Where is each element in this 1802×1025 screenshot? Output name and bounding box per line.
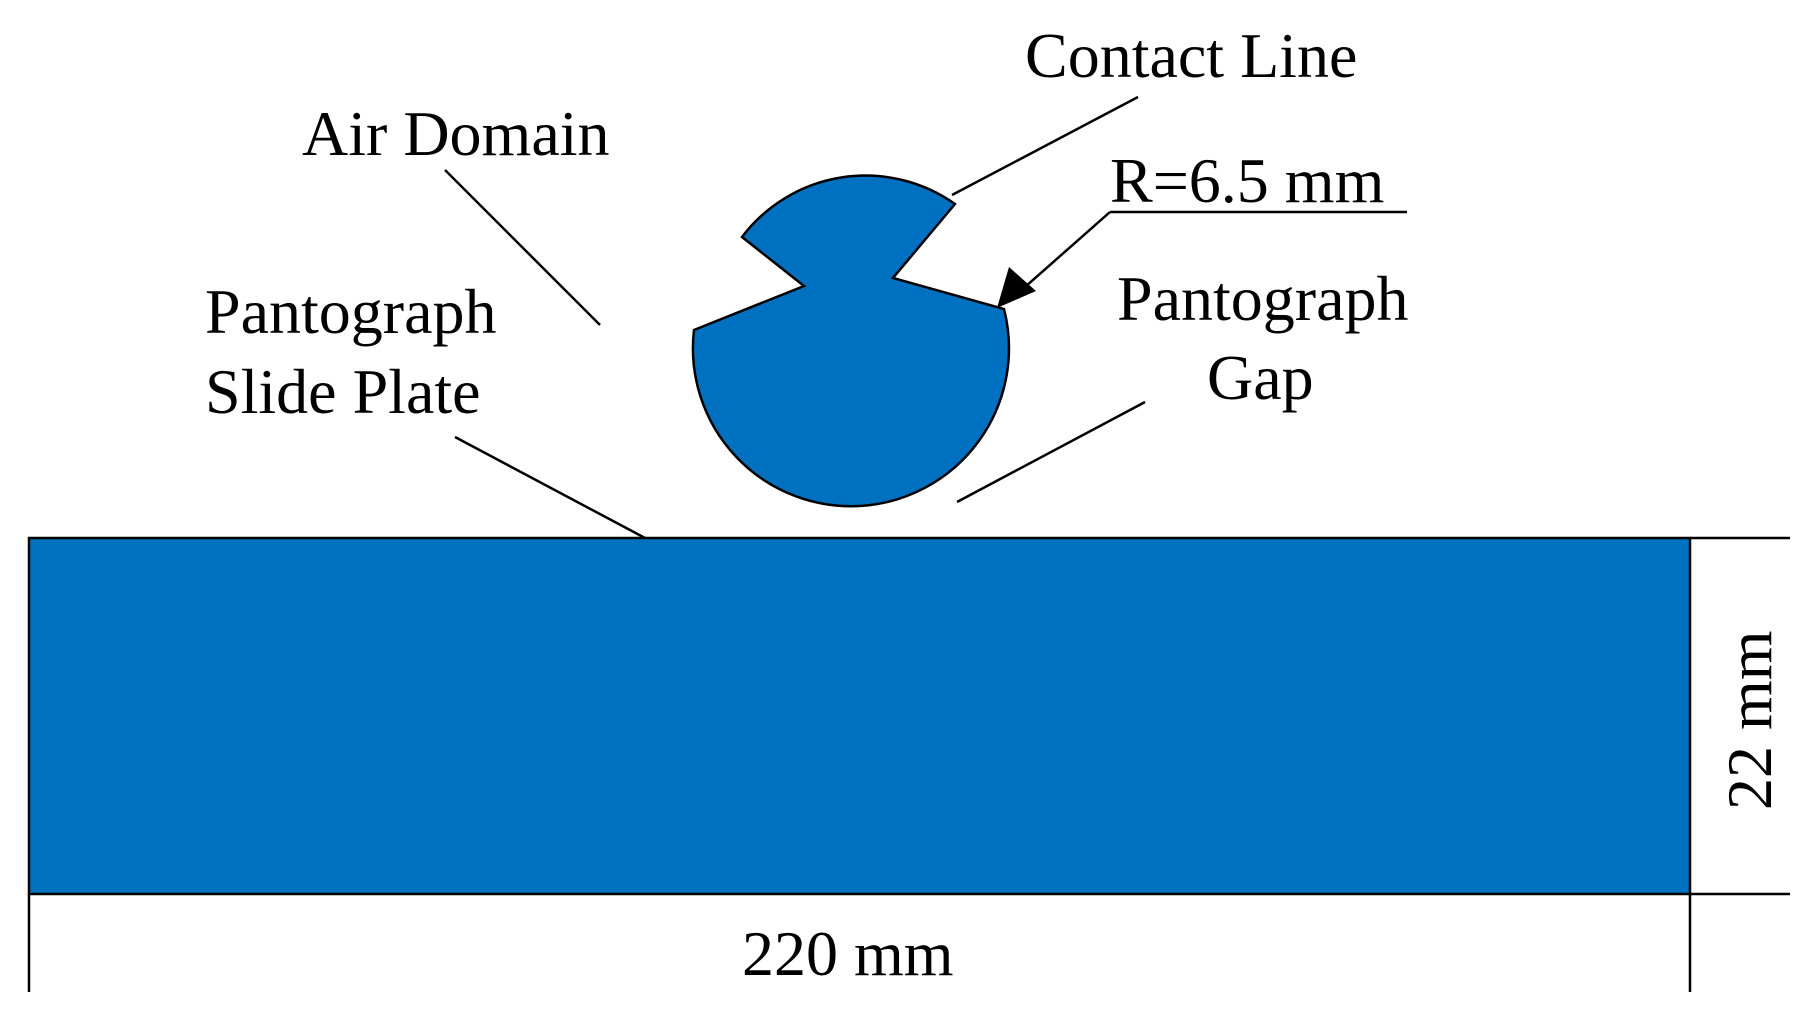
- radius-arrow-icon: [997, 267, 1036, 308]
- label-air-domain: Air Domain: [302, 98, 610, 169]
- slide-plate: [27, 536, 1692, 896]
- label-slide-plate-line1: Pantograph: [205, 276, 497, 347]
- leader-air-domain: [444, 169, 601, 326]
- contact-line-profile: [691, 174, 1011, 508]
- label-gap-line1: Pantograph: [1117, 263, 1409, 334]
- leader-contact-line: [951, 95, 1139, 197]
- label-gap-line2: Gap: [1207, 342, 1314, 413]
- label-height: 22 mm: [1714, 630, 1785, 810]
- label-contact-line: Contact Line: [1025, 20, 1357, 91]
- leader-slide-plate: [454, 435, 646, 540]
- leader-gap: [956, 400, 1146, 504]
- label-width: 220 mm: [742, 918, 954, 989]
- label-slide-plate-line2: Slide Plate: [205, 356, 481, 427]
- label-radius: R=6.5 mm: [1110, 145, 1384, 216]
